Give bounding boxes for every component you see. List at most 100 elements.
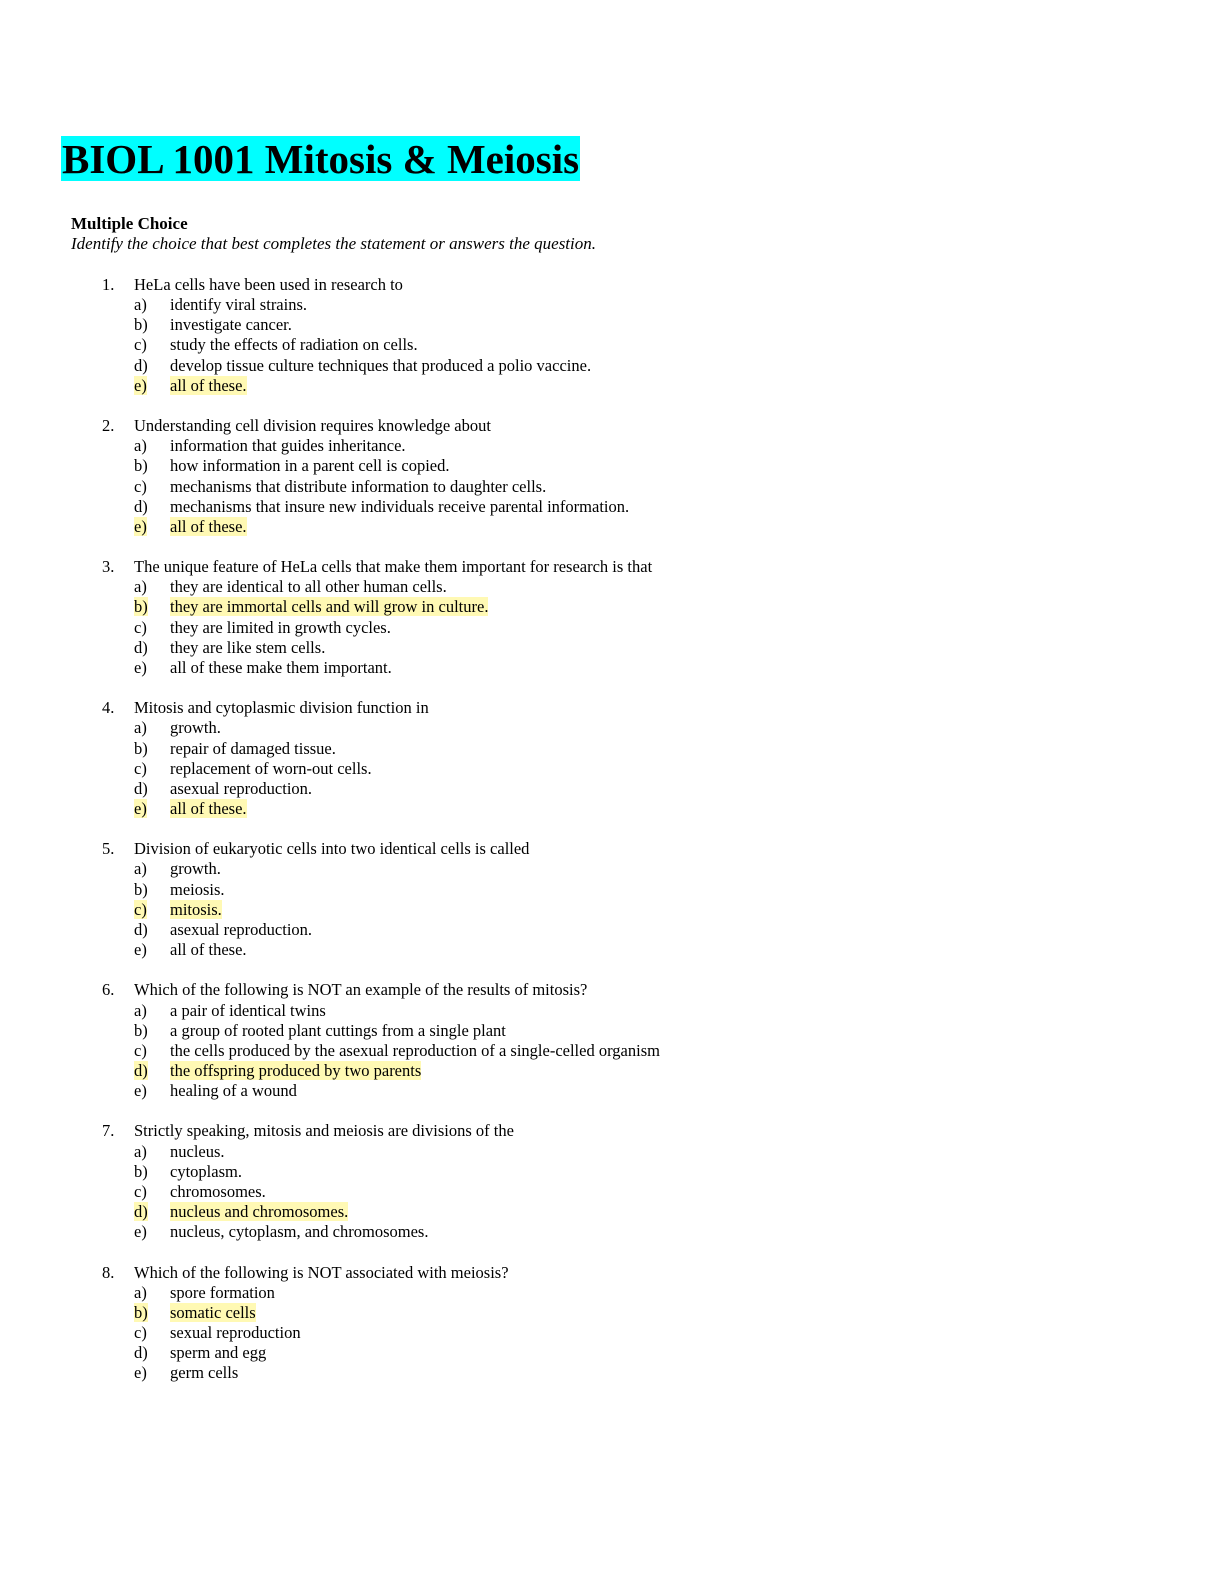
option-text: healing of a wound: [170, 1081, 297, 1101]
answer-option: b) investigate cancer.: [102, 315, 660, 335]
answer-option-correct: c)mitosis.: [102, 899, 660, 920]
answer-option: b) a group of rooted plant cuttings from …: [102, 1021, 660, 1041]
answer-option: e)nucleus, cytoplasm, and chromosomes.: [102, 1222, 660, 1242]
option-letter: e): [134, 657, 147, 677]
option-text: they are limited in growth cycles.: [170, 617, 391, 637]
answer-option: d)develop tissue culture techniques that…: [102, 356, 660, 376]
option-letter: a): [134, 436, 147, 456]
option-letter: e): [134, 1363, 147, 1383]
question: 5.Division of eukaryotic cells into two …: [102, 839, 660, 960]
option-text: the cells produced by the asexual reprod…: [170, 1040, 660, 1060]
option-text: somatic cells: [170, 1302, 256, 1322]
question-text: Strictly speaking, mitosis and meiosis a…: [134, 1121, 514, 1141]
answer-option: c)the cells produced by the asexual repr…: [102, 1041, 660, 1061]
answer-option: d)mechanisms that insure new individuals…: [102, 497, 660, 517]
question-number: 6.: [102, 980, 115, 1000]
option-letter: e): [134, 1222, 147, 1242]
option-letter: b): [134, 738, 148, 758]
section-heading: Multiple Choice: [71, 214, 188, 233]
question-stem: 8.Which of the following is NOT associat…: [102, 1263, 660, 1283]
option-letter: e): [134, 799, 147, 819]
answer-option: a) spore formation: [102, 1283, 660, 1303]
option-letter: d): [134, 637, 148, 657]
option-letter: b): [134, 456, 148, 476]
option-letter: d): [134, 1202, 148, 1222]
option-text: how information in a parent cell is copi…: [170, 456, 450, 476]
option-text: all of these make them important.: [170, 657, 392, 677]
option-letter: c): [134, 1323, 147, 1343]
answer-option: b) meiosis.: [102, 880, 660, 900]
question-stem: 6.Which of the following is NOT an examp…: [102, 980, 660, 1000]
option-text: asexual reproduction.: [170, 919, 313, 939]
option-letter: b): [134, 315, 148, 335]
option-letter: a): [134, 718, 147, 738]
option-letter: b): [134, 1302, 148, 1322]
answer-option: d)asexual reproduction.: [102, 920, 660, 940]
answer-option: d)sperm and egg: [102, 1343, 660, 1363]
question-stem: 3.The unique feature of HeLa cells that …: [102, 557, 660, 577]
answer-option-correct: b)they are immortal cells and will grow …: [102, 597, 660, 617]
answer-option: a)identify viral strains.: [102, 295, 660, 315]
answer-option-correct: e)all of these.: [102, 375, 660, 396]
option-text: all of these.: [170, 799, 247, 819]
answer-option: c)replacement of worn-out cells.: [102, 759, 660, 779]
option-letter: b): [134, 1161, 148, 1181]
answer-option-correct: b) somatic cells: [102, 1302, 660, 1323]
answer-option: a)growth.: [102, 718, 660, 738]
option-text: spore formation: [170, 1282, 275, 1302]
question-text: Division of eukaryotic cells into two id…: [134, 839, 530, 859]
question: 4.Mitosis and cytoplasmic division funct…: [102, 698, 660, 819]
answer-option: a) information that guides inheritance.: [102, 436, 660, 456]
question-text: Mitosis and cytoplasmic division functio…: [134, 698, 429, 718]
question-number: 7.: [102, 1121, 115, 1141]
option-letter: c): [134, 335, 147, 355]
option-text: they are identical to all other human ce…: [170, 577, 447, 597]
section-header: Multiple Choice Identify the choice that…: [71, 214, 596, 254]
option-text: information that guides inheritance.: [170, 436, 406, 456]
option-text: chromosomes.: [170, 1181, 266, 1201]
option-letter: c): [134, 758, 147, 778]
question-stem: 1.HeLa cells have been used in research …: [102, 275, 660, 295]
answer-option: d) they are like stem cells.: [102, 638, 660, 658]
option-letter: b): [134, 1020, 148, 1040]
answer-option: c)sexual reproduction: [102, 1323, 660, 1343]
answer-option: c)study the effects of radiation on cell…: [102, 335, 660, 355]
option-text: cytoplasm.: [170, 1161, 242, 1181]
option-letter: c): [134, 476, 147, 496]
question-stem: 4.Mitosis and cytoplasmic division funct…: [102, 698, 660, 718]
option-letter: a): [134, 1000, 147, 1020]
option-letter: e): [134, 940, 147, 960]
section-instructions: Identify the choice that best completes …: [71, 234, 596, 253]
option-letter: b): [134, 597, 148, 617]
option-letter: d): [134, 496, 148, 516]
option-text: asexual reproduction.: [170, 778, 313, 798]
option-text: repair of damaged tissue.: [170, 738, 336, 758]
question-text: The unique feature of HeLa cells that ma…: [134, 557, 653, 577]
question: 7. Strictly speaking, mitosis and meiosis…: [102, 1121, 660, 1242]
answer-option: c)they are limited in growth cycles.: [102, 618, 660, 638]
question: 6.Which of the following is NOT an examp…: [102, 980, 660, 1101]
option-text: the offspring produced by two parents: [170, 1061, 422, 1081]
option-text: investigate cancer.: [170, 315, 292, 335]
option-text: a group of rooted plant cuttings from a …: [170, 1020, 506, 1040]
option-text: meiosis.: [170, 879, 225, 899]
option-letter: a): [134, 577, 147, 597]
option-text: germ cells: [170, 1363, 239, 1383]
option-letter: a): [134, 1282, 147, 1302]
option-letter: b): [134, 879, 148, 899]
answer-option: d)asexual reproduction.: [102, 779, 660, 799]
option-letter: c): [134, 1181, 147, 1201]
question: 3.The unique feature of HeLa cells that …: [102, 557, 660, 678]
option-text: mechanisms that distribute information t…: [170, 476, 547, 496]
answer-option: a)nucleus.: [102, 1142, 660, 1162]
answer-option: b) cytoplasm.: [102, 1162, 660, 1182]
question-stem: 7. Strictly speaking, mitosis and meiosis…: [102, 1121, 660, 1141]
answer-option: b) repair of damaged tissue.: [102, 739, 660, 759]
option-text: develop tissue culture techniques that p…: [170, 355, 592, 375]
option-letter: e): [134, 375, 147, 395]
answer-option: c) mechanisms that distribute information…: [102, 477, 660, 497]
question-number: 2.: [102, 416, 115, 436]
option-text: they are like stem cells.: [170, 637, 326, 657]
option-letter: a): [134, 1141, 147, 1161]
option-letter: a): [134, 859, 147, 879]
